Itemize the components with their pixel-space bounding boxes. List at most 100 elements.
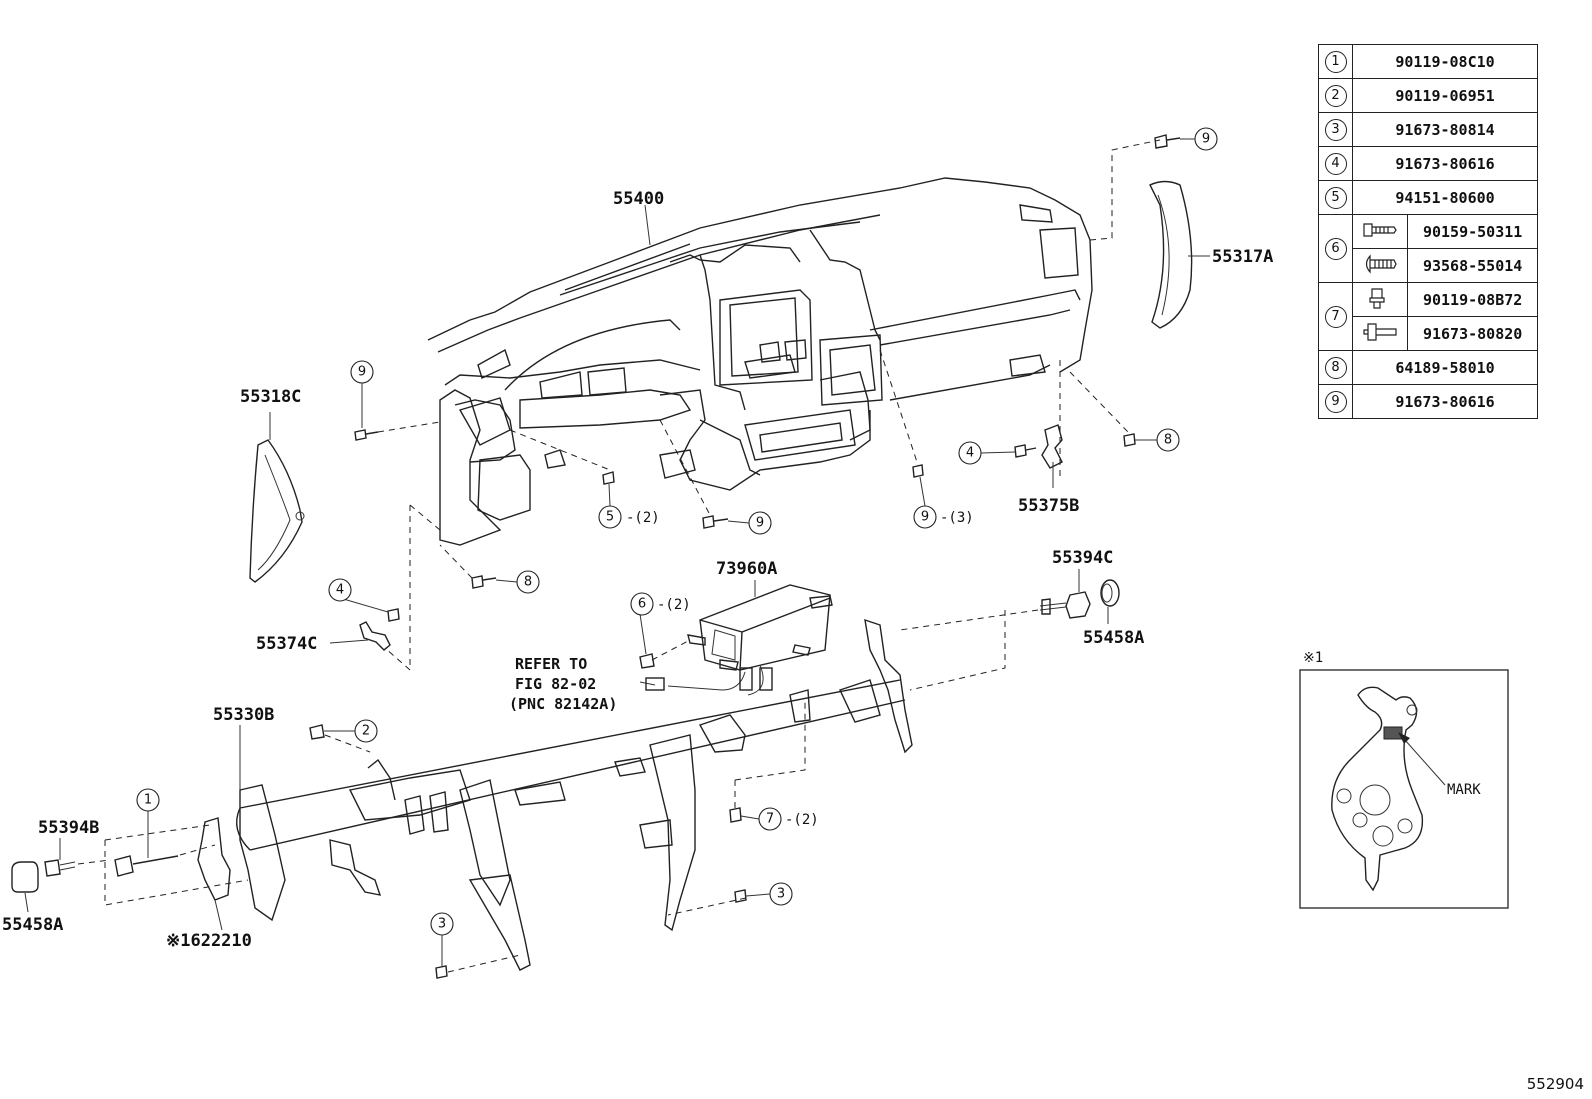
part-number[interactable]: 91673-80616: [1352, 146, 1538, 181]
label-cap-right: 55394C: [1052, 548, 1113, 568]
svg-text:8: 8: [524, 575, 532, 590]
table-row: 3 91673-80814: [1318, 112, 1538, 147]
table-row: 93568-55014: [1319, 248, 1538, 283]
svg-text:9: 9: [921, 510, 929, 525]
ref-number: 4: [1324, 152, 1347, 175]
table-row: 7 90119-08B72: [1318, 282, 1538, 351]
ref-number: 3: [1324, 118, 1347, 141]
callout-1: 1: [136, 788, 160, 812]
callout-9-qty: -(3): [940, 510, 974, 526]
table-row: 9 91673-80616: [1318, 384, 1538, 419]
stud-bolt-icon: [1351, 316, 1409, 351]
detail-view: ※1 MARK: [1299, 650, 1509, 909]
svg-text:9: 9: [1202, 132, 1210, 147]
ref-number: 5: [1324, 186, 1347, 209]
plug-left[interactable]: [11, 861, 39, 893]
screw-icon: [1351, 248, 1409, 283]
reinforcement-beam[interactable]: [236, 618, 913, 971]
label-reinforcement: 55330B: [213, 705, 274, 725]
part-number[interactable]: 94151-80600: [1352, 180, 1538, 215]
label-bracket-right: 55375B: [1018, 496, 1079, 516]
callout-2: 2: [354, 719, 378, 743]
part-number[interactable]: 93568-55014: [1407, 248, 1538, 283]
callout-4-right: 4: [958, 441, 982, 465]
label-plug-left: 55458A: [2, 915, 63, 935]
side-cover-left[interactable]: [249, 439, 305, 583]
svg-text:(PNC 82142A): (PNC 82142A): [509, 695, 617, 713]
callout-3-left: 3: [430, 912, 454, 936]
mark-label: MARK: [1447, 782, 1481, 798]
callout-8-right: 8: [1156, 428, 1180, 452]
svg-text:6: 6: [638, 597, 646, 612]
svg-text:4: 4: [336, 583, 344, 598]
callout-9-mid: 9: [748, 511, 772, 535]
ref-number: 8: [1324, 356, 1347, 379]
svg-text:3: 3: [438, 917, 446, 932]
part-number[interactable]: 64189-58010: [1352, 350, 1538, 385]
part-number[interactable]: 91673-80814: [1352, 112, 1538, 147]
part-number[interactable]: 91673-80820: [1407, 316, 1538, 351]
callout-6-qty: -(2): [657, 597, 691, 613]
cap-right[interactable]: [1039, 591, 1091, 619]
fastener-table: 1 90119-08C10 2 90119-06951 3 91673-8081…: [1318, 44, 1538, 419]
callout-9-top: 9: [1194, 127, 1218, 151]
leader-lines: [77, 139, 1161, 973]
part-number[interactable]: 90119-06951: [1352, 78, 1538, 113]
callout-7: 7: [758, 807, 782, 831]
figure-id: 552904: [1526, 1075, 1584, 1093]
svg-text:5: 5: [606, 510, 614, 525]
label-bracket-mark: ※1622210: [166, 931, 252, 951]
ref-number: 6: [1324, 237, 1347, 260]
callout-5: 5: [598, 505, 622, 529]
svg-text:2: 2: [362, 724, 370, 739]
label-instrument-panel: 55400: [613, 189, 664, 209]
part-number[interactable]: 91673-80616: [1352, 384, 1538, 419]
detail-marker: ※1: [1303, 650, 1323, 666]
label-cap-left: 55394B: [38, 818, 99, 838]
callout-6: 6: [630, 592, 654, 616]
svg-text:8: 8: [1164, 433, 1172, 448]
air-bag[interactable]: [645, 584, 833, 696]
svg-text:1: 1: [144, 793, 152, 808]
clip-icon: [1351, 214, 1409, 249]
svg-text:FIG 82-02: FIG 82-02: [515, 675, 596, 693]
label-leaders: [24, 204, 1210, 931]
bracket-mark[interactable]: [197, 817, 231, 901]
label-air-bag: 73960A: [716, 559, 777, 579]
table-row: 8 64189-58010: [1318, 350, 1538, 385]
bracket-right[interactable]: [1041, 424, 1063, 469]
bracket-left[interactable]: [359, 621, 391, 651]
ref-number: 1: [1324, 50, 1347, 73]
callout-9-left: 9: [350, 360, 374, 384]
label-side-cover-right: 55317A: [1212, 247, 1273, 267]
plug-right[interactable]: [1100, 579, 1120, 607]
svg-text:7: 7: [766, 812, 774, 827]
table-row: 4 91673-80616: [1318, 146, 1538, 181]
bolt-icon: [1351, 282, 1409, 317]
table-row: 2 90119-06951: [1318, 78, 1538, 113]
svg-text:9: 9: [358, 365, 366, 380]
label-bracket-left: 55374C: [256, 634, 317, 654]
cap-left[interactable]: [44, 859, 76, 877]
callout-5-qty: -(2): [626, 510, 660, 526]
svg-text:4: 4: [966, 446, 974, 461]
part-number[interactable]: 90119-08B72: [1407, 282, 1538, 317]
ref-number: 2: [1324, 84, 1347, 107]
svg-text:9: 9: [756, 516, 764, 531]
table-row: 1 90119-08C10: [1318, 44, 1538, 79]
part-number[interactable]: 90119-08C10: [1352, 44, 1538, 79]
callout-9-right: 9: [913, 505, 937, 529]
part-number[interactable]: 90159-50311: [1407, 214, 1538, 249]
instrument-panel[interactable]: [427, 177, 1093, 546]
callout-8-left: 8: [516, 570, 540, 594]
side-cover-right[interactable]: [1149, 180, 1193, 329]
table-row: 5 94151-80600: [1318, 180, 1538, 215]
ref-number: 7: [1324, 305, 1347, 328]
table-row: 6 90159-50311: [1318, 214, 1538, 283]
fasteners: [114, 134, 1181, 979]
callout-3-right: 3: [769, 882, 793, 906]
table-row: 91673-80820: [1319, 316, 1538, 351]
callout-7-qty: -(2): [785, 812, 819, 828]
label-side-cover-left: 55318C: [240, 387, 301, 407]
